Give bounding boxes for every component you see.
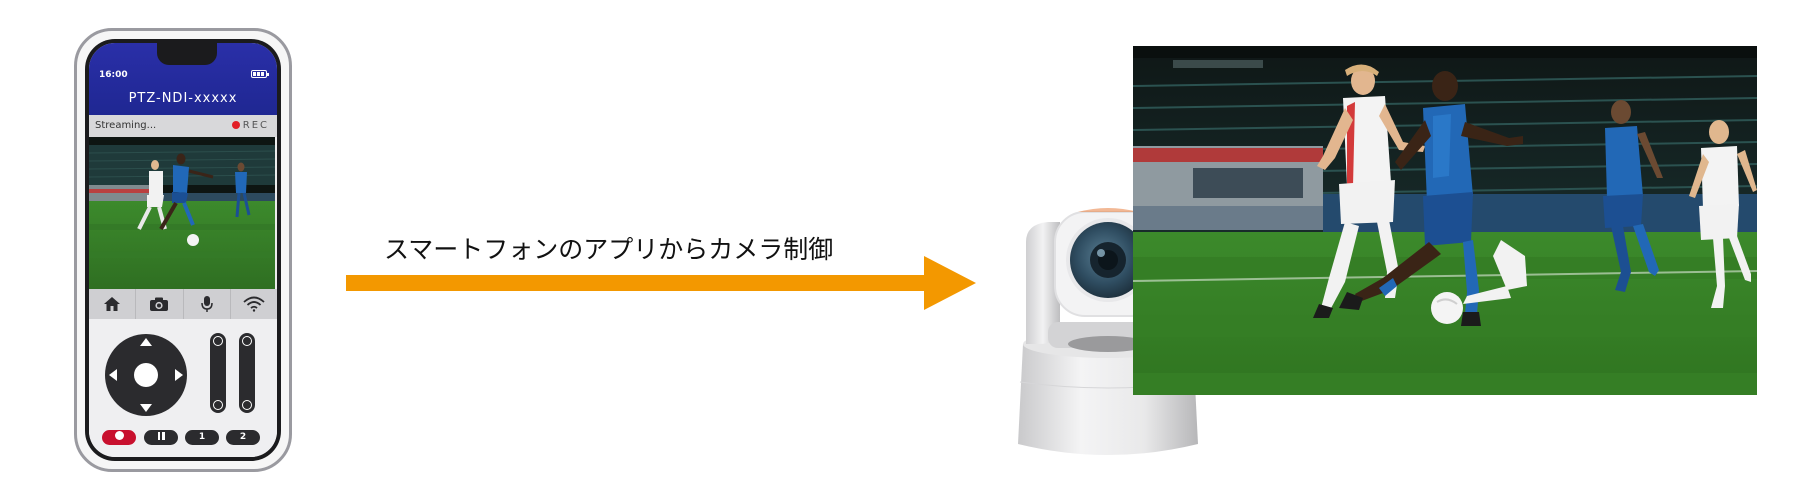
camera-tab[interactable]	[136, 289, 184, 319]
battery-icon	[251, 70, 269, 78]
rec-dot-icon	[231, 121, 240, 129]
phone-bezel: 16:00 PTZ-NDI-xxxxx Streaming... REC	[85, 39, 281, 461]
home-icon	[104, 297, 121, 311]
smartphone: 16:00 PTZ-NDI-xxxxx Streaming... REC	[74, 28, 292, 472]
pan-left-arrow-icon[interactable]	[109, 369, 117, 381]
arrow-caption: スマートフォンのアプリからカメラ制御	[384, 235, 834, 264]
camera-output-image	[1133, 46, 1757, 395]
clock: 16:00	[99, 70, 128, 80]
zoom-in-icon	[213, 336, 223, 346]
stream-status: Streaming...	[95, 120, 157, 131]
device-name: PTZ-NDI-xxxxx	[128, 91, 238, 106]
network-tab[interactable]	[231, 289, 277, 319]
record-button[interactable]	[102, 430, 136, 445]
control-panel: 1 2	[89, 319, 277, 457]
rec-indicator: REC	[231, 120, 269, 131]
wifi-icon	[243, 296, 265, 312]
phone-notch	[157, 43, 217, 65]
preset-1-button[interactable]: 1	[185, 430, 219, 445]
stream-status-bar: Streaming... REC	[89, 115, 277, 137]
zoom-slider[interactable]	[210, 333, 226, 413]
microphone-icon	[200, 296, 213, 312]
brightness-icon	[242, 336, 252, 346]
phone-screen: 16:00 PTZ-NDI-xxxxx Streaming... REC	[89, 43, 277, 457]
tilt-down-arrow-icon[interactable]	[140, 404, 152, 412]
rec-label: REC	[242, 120, 269, 131]
night-mode-icon	[242, 400, 252, 410]
video-preview	[89, 137, 277, 289]
focus-slider[interactable]	[239, 333, 255, 413]
zoom-out-icon	[213, 400, 223, 410]
record-icon	[114, 431, 124, 440]
home-position-button[interactable]	[134, 363, 158, 387]
control-arrow	[346, 256, 976, 310]
home-tab[interactable]	[89, 289, 137, 319]
camera-icon	[150, 297, 169, 311]
pan-tilt-dpad[interactable]	[105, 334, 187, 416]
pan-right-arrow-icon[interactable]	[175, 369, 183, 381]
app-toolbar	[89, 289, 277, 319]
pause-icon	[157, 432, 160, 440]
tilt-up-arrow-icon[interactable]	[140, 338, 152, 346]
microphone-tab[interactable]	[184, 289, 231, 319]
preset-2-button[interactable]: 2	[226, 430, 260, 445]
pause-button[interactable]	[144, 430, 178, 445]
